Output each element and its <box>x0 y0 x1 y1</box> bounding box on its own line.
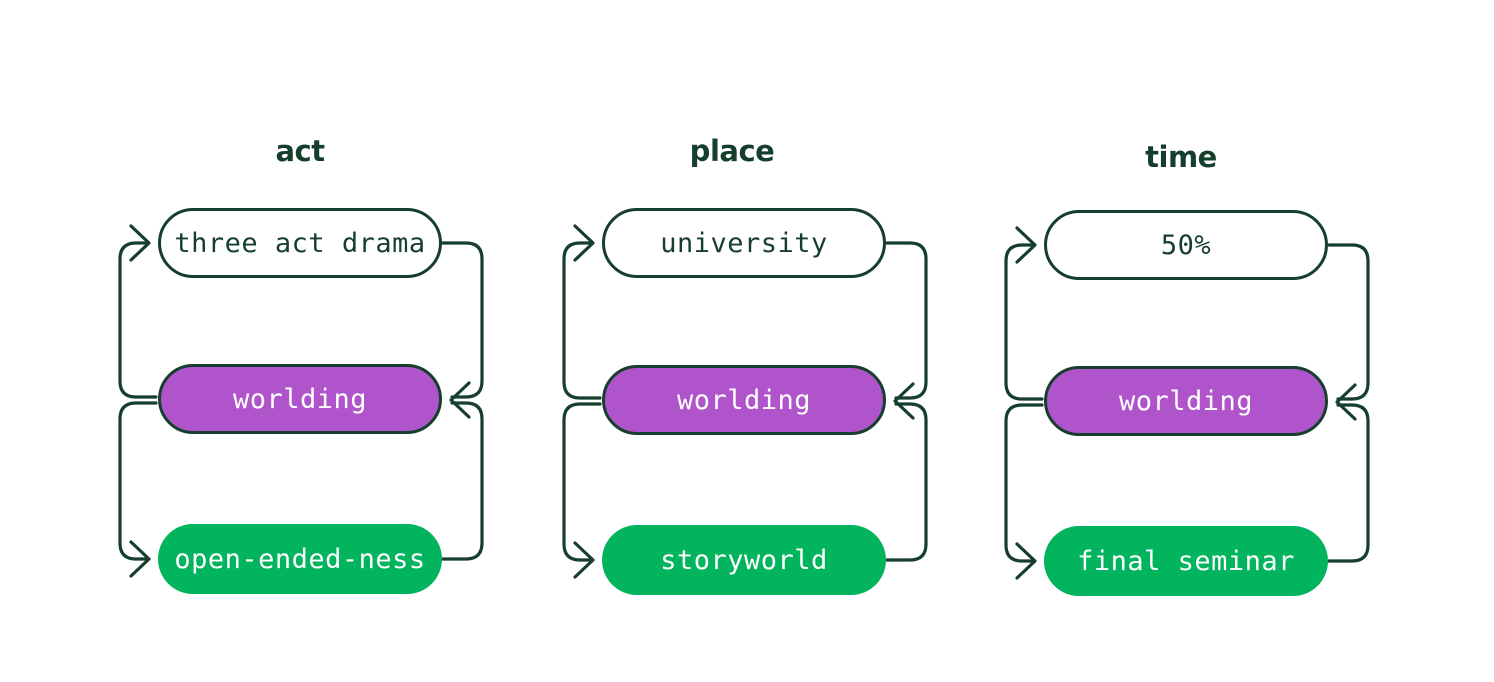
arrowhead-into-worlding-act <box>449 381 471 419</box>
edge-worlding-to-top-place <box>562 241 602 400</box>
edge-top-to-worlding-place <box>885 241 928 400</box>
arrowhead-into-bottom-time <box>1015 542 1037 580</box>
arrowhead-into-worlding-place <box>893 382 915 420</box>
column-title-act: act <box>275 134 325 168</box>
edge-worlding-to-top-time <box>1004 243 1044 401</box>
edge-bottom-to-worlding-act <box>441 401 484 561</box>
node-50-[interactable]: 50% <box>1044 210 1328 280</box>
edge-top-to-worlding-act <box>441 241 484 399</box>
node-worlding[interactable]: worlding <box>1044 366 1328 436</box>
arrowhead-into-worlding-time <box>1335 383 1357 421</box>
arrowhead-into-top-time <box>1015 226 1037 264</box>
arrowhead-into-bottom-place <box>573 541 595 579</box>
node-worlding[interactable]: worlding <box>158 364 442 434</box>
edge-bottom-to-worlding-time <box>1327 403 1370 563</box>
arrowhead-into-top-place <box>573 224 595 262</box>
column-title-place: place <box>689 134 775 168</box>
node-storyworld[interactable]: storyworld <box>602 525 886 595</box>
arrowhead-into-bottom-act <box>129 540 151 578</box>
arrowhead-into-top-act <box>129 224 151 262</box>
node-open-ended-ness[interactable]: open-ended-ness <box>158 524 442 594</box>
edge-bottom-to-worlding-place <box>885 402 928 562</box>
node-worlding[interactable]: worlding <box>602 365 886 435</box>
edge-worlding-to-bottom-place <box>562 402 602 562</box>
node-university[interactable]: university <box>602 208 886 278</box>
node-final-seminar[interactable]: final seminar <box>1044 526 1328 596</box>
edge-worlding-to-top-act <box>118 241 158 399</box>
edge-top-to-worlding-time <box>1327 243 1370 401</box>
node-three-act-drama[interactable]: three act drama <box>158 208 442 278</box>
column-title-time: time <box>1145 140 1217 174</box>
edge-worlding-to-bottom-act <box>118 401 158 561</box>
edge-worlding-to-bottom-time <box>1004 403 1044 563</box>
